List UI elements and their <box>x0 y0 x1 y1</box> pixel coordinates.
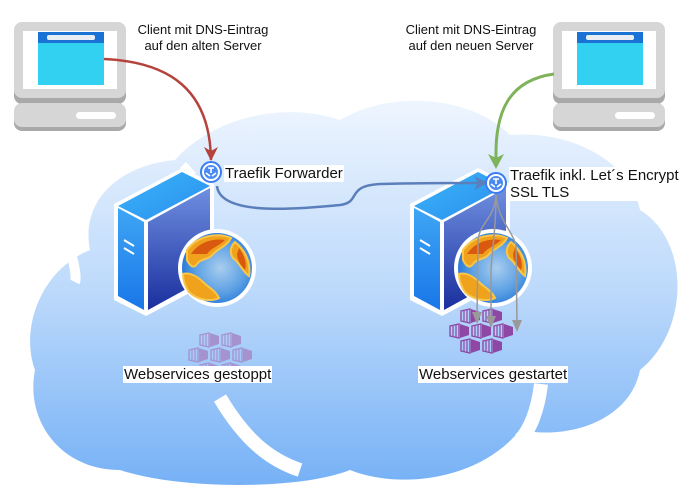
new-proxy-label-line1: Traefik inkl. Let´s Encrypt <box>510 167 679 184</box>
container-box-icon <box>460 338 480 354</box>
client-old-computer <box>14 22 126 131</box>
old-services-label: Webservices gestoppt <box>123 366 273 383</box>
new-services-label: Webservices gestartet <box>418 366 569 383</box>
client-new-label-line1: Client mit DNS-Eintrag <box>405 22 537 37</box>
new-traefik-icon[interactable] <box>485 172 507 194</box>
arrowhead-forward <box>474 176 488 190</box>
old-server-globe <box>178 229 256 307</box>
old-proxy-label: Traefik Forwarder <box>224 165 344 182</box>
old-traefik-icon[interactable] <box>200 161 222 183</box>
client-new-computer <box>553 22 665 131</box>
container-box-icon <box>471 323 491 339</box>
connection-new-dns <box>494 72 555 159</box>
connection-forward <box>215 181 479 211</box>
internal-connections <box>472 194 522 332</box>
container-box-icon <box>188 347 208 363</box>
connection-old-dns <box>103 57 213 161</box>
container-box-icon <box>493 323 513 339</box>
new-proxy-label: Traefik inkl. Let´s Encrypt SSL TLS <box>509 167 680 201</box>
container-box-icon <box>199 332 219 348</box>
client-new-label: Client mit DNS-Eintrag auf den neuen Ser… <box>396 22 546 54</box>
container-box-icon <box>482 338 502 354</box>
container-box-icon <box>210 347 230 363</box>
client-new-label-line2: auf den neuen Server <box>408 38 534 53</box>
client-old-label: Client mit DNS-Eintrag auf den alten Ser… <box>128 22 278 54</box>
new-proxy-label-line2: SSL TLS <box>510 184 570 201</box>
client-old-label-line1: Client mit DNS-Eintrag <box>137 22 269 37</box>
container-box-icon <box>221 332 241 348</box>
client-old-label-line2: auf den alten Server <box>144 38 262 53</box>
container-box-icon <box>232 347 252 363</box>
arrowhead-old-dns <box>204 147 218 161</box>
container-box-icon <box>449 323 469 339</box>
arrowhead-new-dns <box>488 154 504 169</box>
